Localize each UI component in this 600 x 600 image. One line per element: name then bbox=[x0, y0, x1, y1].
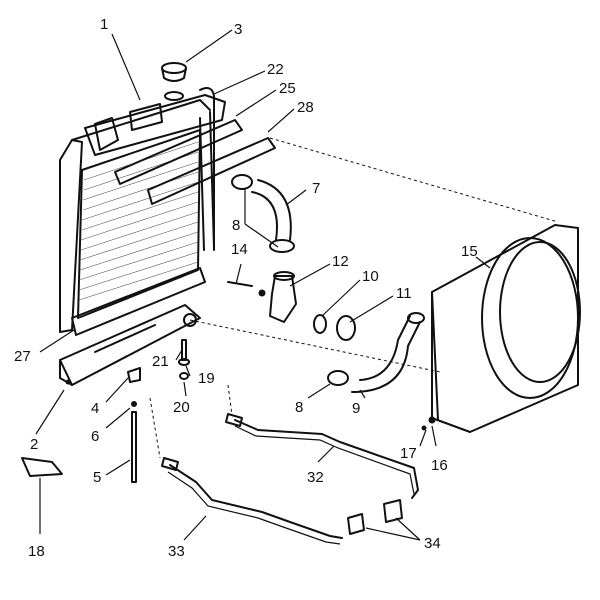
callout-11: 11 bbox=[396, 285, 412, 302]
radiator-core bbox=[59, 94, 226, 336]
line-fitting bbox=[225, 413, 243, 427]
fittings bbox=[347, 499, 403, 535]
lower-hose bbox=[327, 312, 425, 393]
fan-shroud bbox=[431, 224, 581, 433]
upper-hose bbox=[231, 174, 295, 253]
screw bbox=[227, 281, 253, 287]
callout-3: 3 bbox=[234, 21, 242, 38]
screw-16 bbox=[428, 416, 436, 424]
radiator-cap bbox=[161, 62, 187, 101]
callout-1: 1 bbox=[100, 16, 108, 33]
screw-17 bbox=[421, 425, 427, 431]
seal-strip-28 bbox=[147, 137, 276, 205]
callout-4: 4 bbox=[91, 400, 99, 417]
gasket bbox=[313, 314, 327, 334]
callout-7: 7 bbox=[312, 180, 320, 197]
bottom-tank bbox=[59, 304, 201, 386]
overflow-tube bbox=[199, 87, 215, 251]
callout-34: 34 bbox=[424, 535, 441, 552]
callout-18: 18 bbox=[28, 543, 45, 560]
hardware-stack bbox=[178, 339, 190, 380]
leader-lines bbox=[35, 29, 491, 541]
callout-5: 5 bbox=[93, 469, 101, 486]
callout-17: 17 bbox=[400, 445, 417, 462]
seal-strip-25 bbox=[114, 119, 243, 185]
callout-2: 2 bbox=[30, 436, 38, 453]
cooler-line-33 bbox=[169, 464, 343, 539]
callout-32: 32 bbox=[307, 469, 324, 486]
callout-19: 19 bbox=[198, 370, 215, 387]
callout-9: 9 bbox=[352, 400, 360, 417]
callout-10: 10 bbox=[362, 268, 379, 285]
callout-14: 14 bbox=[231, 241, 248, 258]
callout-33: 33 bbox=[168, 543, 185, 560]
callouts: 1 2 3 4 5 6 7 8 8 9 10 11 12 14 15 16 17… bbox=[14, 16, 478, 560]
line-fitting-2 bbox=[161, 457, 179, 471]
callout-8-upper: 8 bbox=[232, 217, 240, 234]
callout-28: 28 bbox=[297, 99, 314, 116]
callout-22: 22 bbox=[267, 61, 284, 78]
bracket bbox=[21, 457, 63, 477]
callout-8-lower: 8 bbox=[295, 399, 303, 416]
callout-27: 27 bbox=[14, 348, 31, 365]
cooler-line-33-inner bbox=[167, 471, 341, 545]
callout-12: 12 bbox=[332, 253, 349, 270]
thermostat-housing bbox=[269, 271, 297, 323]
callout-16: 16 bbox=[431, 457, 448, 474]
callout-25: 25 bbox=[279, 80, 296, 97]
alignment-lines bbox=[149, 137, 559, 459]
callout-6: 6 bbox=[91, 428, 99, 445]
cooler-line-32-inner bbox=[234, 425, 415, 495]
thermostat bbox=[336, 315, 356, 341]
callout-21: 21 bbox=[152, 353, 169, 370]
callout-15: 15 bbox=[461, 243, 478, 260]
callout-20: 20 bbox=[173, 399, 190, 416]
cooler-line-32 bbox=[234, 419, 419, 499]
drain-parts bbox=[127, 367, 141, 483]
